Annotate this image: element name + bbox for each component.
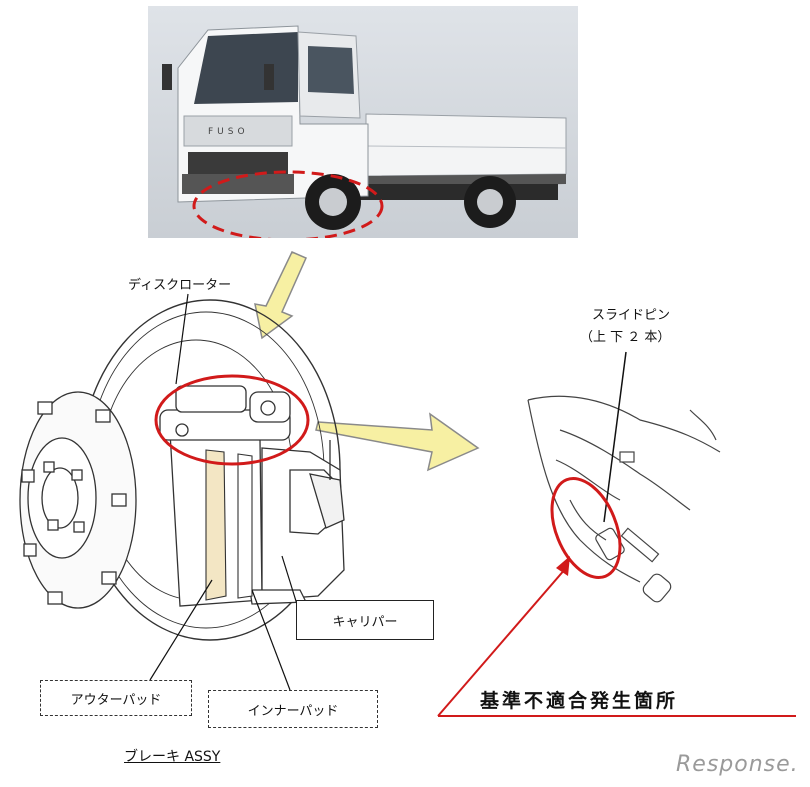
outer-pad-label-box: アウターパッド <box>40 680 192 716</box>
outer-pad-drawing <box>205 449 227 601</box>
brake-assy-label: ブレーキ ASSY <box>124 749 221 765</box>
caliper-label-box: キャリパー <box>296 600 434 640</box>
inner-pad-label: インナーパッド <box>247 703 339 719</box>
defect-location-label: 基準不適合発生箇所 <box>480 690 679 712</box>
slide-pin-detail <box>527 395 721 603</box>
inner-pad-drawing <box>237 453 253 599</box>
slide-pin-count-label: （上 下 ２ 本） <box>580 330 671 345</box>
hub-drawing <box>19 391 137 609</box>
caliper-label: キャリパー <box>332 614 398 630</box>
truck-brand-text: FUSO <box>208 127 249 137</box>
response-watermark: Response. <box>676 752 799 777</box>
caliper-highlight <box>154 374 310 466</box>
outer-pad-label: アウターパッド <box>70 692 162 708</box>
inner-pad-label-box: インナーパッド <box>208 690 378 728</box>
slide-pin-highlight <box>550 476 622 580</box>
slide-pin-label: スライドピン <box>592 308 671 323</box>
arrow-down <box>254 251 307 340</box>
arrow-right <box>315 412 480 472</box>
disc-rotor-label: ディスクローター <box>128 278 232 293</box>
truck-photo: FUSO <box>148 6 578 238</box>
